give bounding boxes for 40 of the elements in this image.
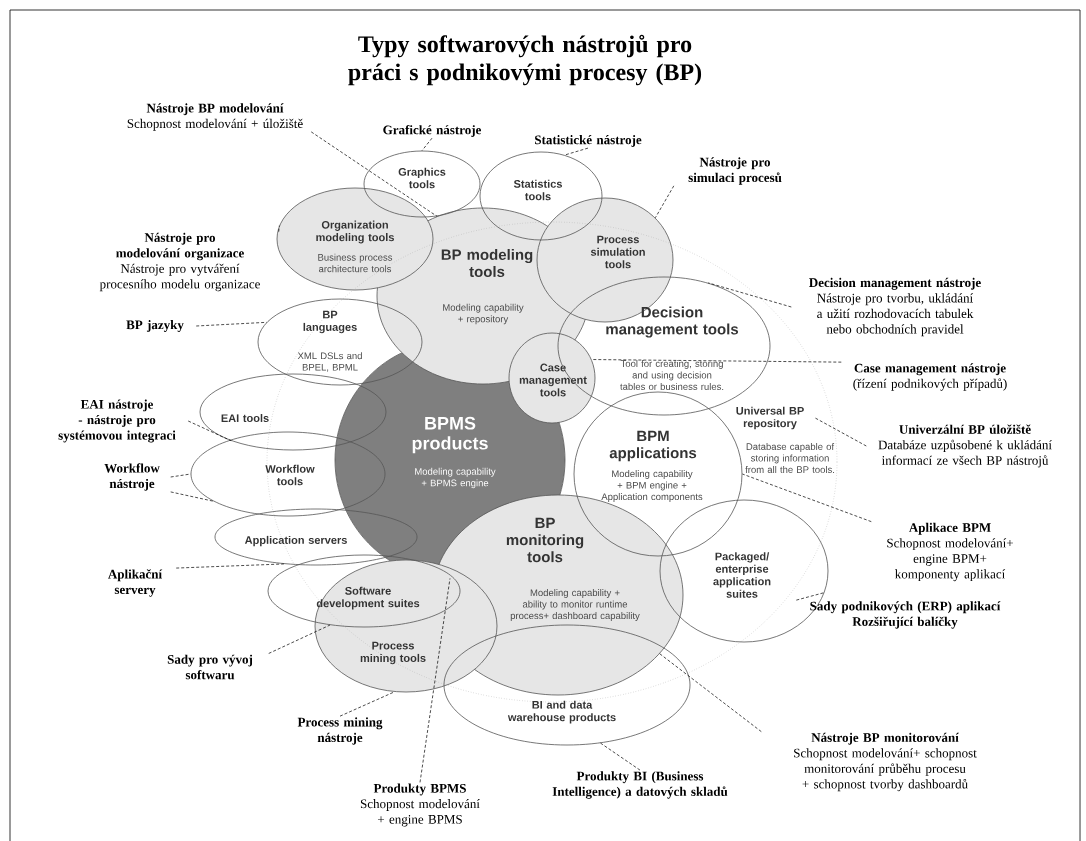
callout-text: Aplikační servery (108, 569, 163, 597)
callout-text: BP jazyky (126, 320, 184, 332)
callout-text: EAI nástroje - nástroje pro systémovou integraci (58, 399, 176, 443)
leader-line (170, 473, 191, 478)
leader-line (278, 225, 280, 232)
callout-text: Statistické nástroje (535, 135, 642, 147)
callout-text: Decision management nástroje Nástroje pro tvorbu, ukládání a užití rozhodovacích tabulek nebo obchodních pravidel (809, 277, 981, 337)
leader-line (600, 742, 641, 771)
leader-line (339, 691, 395, 717)
leader-line (659, 653, 762, 732)
callout-text: Aplikace BPM Schopnost modelování+ engine BPM+ komponenty aplikací (887, 522, 1013, 582)
callout-text: Nástroje BP modelování Schopnost modelování + úložiště (127, 103, 303, 131)
callout-text: Case management nástroje (řízení podnikových případů) (853, 363, 1007, 391)
callout-text: Sady podnikových (ERP) aplikací Rozšiřující balíčky (810, 601, 1001, 629)
callout-text: Nástroje BP monitorování Schopnost modelování+ schopnost monitorování průběhu procesu + schopnost tvorby dashboardů (794, 732, 977, 792)
callout-text: Nástroje pro modelování organizace Nástroje pro vytváření procesního modelu organizace (99, 232, 260, 292)
callout-text: Sady pro vývoj softwaru (167, 654, 253, 680)
callout-text: Grafické nástroje (383, 125, 481, 137)
leader-line (564, 147, 589, 156)
callout-text: Nástroje pro simulaci procesů (688, 157, 782, 185)
leader-line (742, 473, 872, 522)
leader-line (187, 420, 232, 442)
callout-text: Workflow nástroje (104, 463, 160, 491)
leader-line (795, 592, 825, 601)
leader-line (310, 131, 438, 217)
leader-line (268, 624, 331, 654)
leader-line (175, 563, 285, 569)
leader-line (419, 578, 451, 783)
leader-line (195, 321, 267, 327)
leader-line (707, 282, 792, 308)
callout-text: Process mining nástroje (297, 717, 383, 745)
leader-line (655, 185, 675, 219)
leader-line (591, 359, 842, 363)
callout-text: Produkty BPMS Schopnost modelování + engine BPMS (360, 783, 480, 827)
leader-line (814, 417, 867, 447)
leader-line (170, 491, 214, 502)
callout-text: Produkty BI (Business Intelligence) a datových skladů (552, 771, 728, 799)
title: Typy softwarových nástrojů pro práci s podnikovými procesy (BP) (348, 34, 702, 86)
callout-text: Univerzální BP úložiště Databáze uzpůsobené k ukládání informací ze všech BP nástrojů (878, 424, 1052, 468)
leader-line (421, 137, 433, 151)
